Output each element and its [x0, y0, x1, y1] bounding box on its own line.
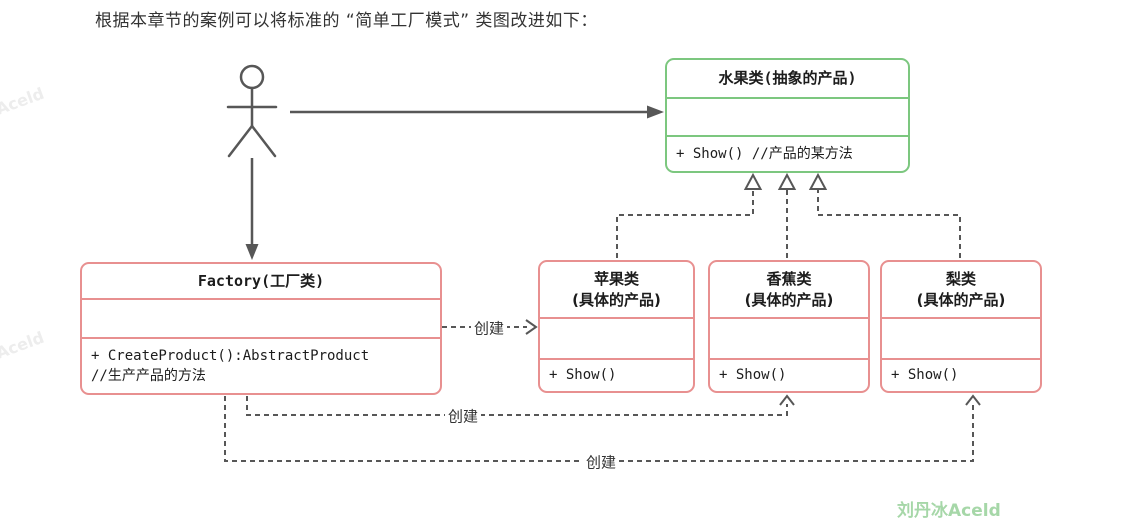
class-title: Factory(工厂类)	[197, 271, 325, 290]
class-title-line1: 香蕉类	[766, 270, 812, 289]
attributes-compartment	[540, 317, 693, 358]
method-text: + Show()	[549, 367, 617, 384]
methods-compartment: + Show()	[540, 358, 693, 391]
realization-arrow-banana-to-fruit	[777, 172, 797, 258]
create-arrow-factory-to-banana	[246, 394, 795, 416]
class-title: 梨类 (具体的产品)	[882, 262, 1040, 317]
class-title-line2: (具体的产品)	[744, 290, 834, 309]
create-label-banana: 创建	[444, 405, 482, 427]
methods-compartment: + Show()	[710, 358, 868, 391]
methods-compartment: + CreateProduct():AbstractProduct //生产产品…	[82, 337, 440, 393]
abstract-fruit-class-box: 水果类(抽象的产品) + Show() //产品的某方法	[665, 58, 910, 173]
association-arrow-actor-to-factory	[245, 158, 259, 260]
create-label-pear: 创建	[582, 451, 620, 473]
create-arrow-factory-to-apple	[442, 319, 538, 335]
class-title-line2: (具体的产品)	[916, 290, 1006, 309]
realization-arrow-apple-to-fruit	[616, 172, 763, 258]
pear-class-box: 梨类 (具体的产品) + Show()	[880, 260, 1042, 393]
method-text: + CreateProduct():AbstractProduct	[91, 347, 370, 364]
attributes-compartment	[882, 317, 1040, 358]
banana-class-box: 香蕉类 (具体的产品) + Show()	[708, 260, 870, 393]
method-text: + Show() //产品的某方法	[676, 145, 853, 162]
method-comment: //生产产品的方法	[91, 368, 206, 384]
method-text: + Show()	[891, 367, 959, 384]
attributes-compartment	[667, 97, 908, 135]
create-label-apple: 创建	[470, 317, 508, 339]
methods-compartment: + Show() //产品的某方法	[667, 135, 908, 171]
actor-icon	[226, 64, 278, 158]
create-arrow-factory-to-pear	[224, 394, 981, 462]
author-watermark: 刘丹冰Aceld	[897, 501, 1001, 521]
methods-compartment: + Show()	[882, 358, 1040, 391]
attributes-compartment	[82, 298, 440, 337]
class-title-line1: 苹果类	[593, 270, 639, 289]
apple-class-box: 苹果类 (具体的产品) + Show()	[538, 260, 695, 393]
class-title: 水果类(抽象的产品)	[718, 69, 857, 88]
page-title: 根据本章节的案例可以将标准的 “简单工厂模式” 类图改进如下：	[95, 11, 598, 31]
class-title: 香蕉类 (具体的产品)	[710, 262, 868, 317]
class-title: 苹果类 (具体的产品)	[540, 262, 693, 317]
factory-class-box: Factory(工厂类) + CreateProduct():AbstractP…	[80, 262, 442, 395]
realization-arrow-pear-to-fruit	[808, 172, 961, 258]
attributes-compartment	[710, 317, 868, 358]
class-title-line2: (具体的产品)	[572, 290, 661, 309]
class-title-line1: 梨类	[945, 270, 976, 289]
method-text: + Show()	[719, 367, 787, 384]
association-arrow-actor-to-fruit	[290, 105, 664, 119]
